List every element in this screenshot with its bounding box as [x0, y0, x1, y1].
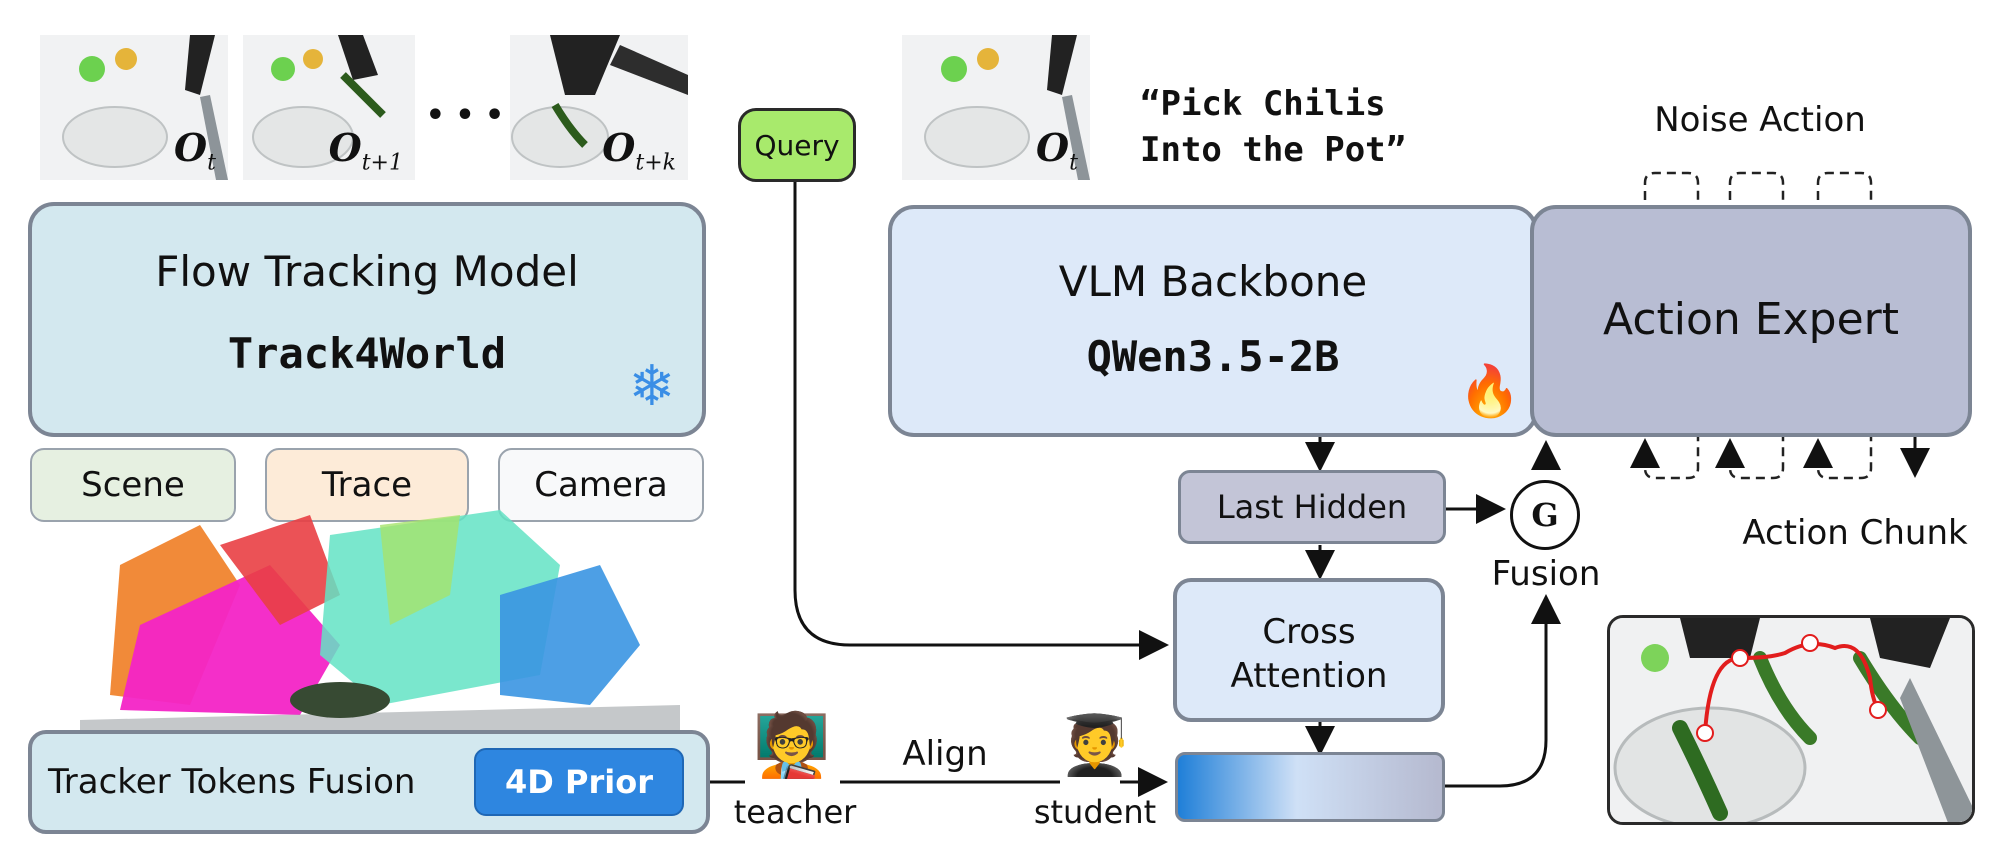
observation-frame-vlm: Ot — [902, 35, 1090, 180]
fusion-label: Fusion — [1491, 554, 1601, 594]
gated-fusion-node: G — [1510, 480, 1580, 550]
flow-tracking-model-panel: Flow Tracking Model Track4World ❄ — [28, 202, 706, 437]
trajectory-illustration — [1610, 618, 1972, 822]
robot-scene-image — [40, 35, 228, 180]
noise-action-loops — [1643, 171, 1873, 225]
student-label: student — [1033, 793, 1157, 831]
cross-attention-line-1: Cross — [1262, 612, 1356, 652]
robot-scene-image — [902, 35, 1090, 180]
tracker-tokens-fusion-label: Tracker Tokens Fusion — [48, 762, 416, 802]
snowflake-icon: ❄ — [628, 353, 676, 419]
instruction-line-1: “Pick Chilis — [1140, 84, 1386, 124]
4d-trace-visualization — [80, 510, 680, 735]
flow-tracking-model-name: Track4World — [227, 329, 507, 378]
robot-scene-image — [510, 35, 688, 180]
last-hidden-block: Last Hidden — [1178, 470, 1446, 544]
vlm-backbone-panel: VLM Backbone QWen3.5-2B 🔥 — [888, 205, 1538, 437]
observation-frame-tk: Ot+k — [510, 35, 688, 180]
noise-action-label: Noise Action — [1654, 100, 1866, 140]
execution-result-image — [1607, 615, 1975, 825]
robot-scene-image — [243, 35, 415, 180]
query-token: Query — [738, 108, 856, 182]
flow-tracking-title: Flow Tracking Model — [155, 246, 579, 296]
cross-attention-block: Cross Attention — [1173, 578, 1445, 722]
action-expert-panel: Action Expert — [1530, 205, 1972, 437]
camera-tag: Camera — [498, 448, 704, 522]
align-label: Align — [902, 734, 988, 774]
fire-icon: 🔥 — [1458, 361, 1522, 420]
action-expert-title: Action Expert — [1603, 293, 1899, 345]
teacher-icon: 🧑‍🏫 — [753, 708, 831, 781]
student-feature-token — [1175, 752, 1445, 822]
cross-attention-line-2: Attention — [1230, 656, 1388, 696]
student-to-fusion-arrow — [1445, 594, 1561, 788]
vlm-title: VLM Backbone — [1058, 257, 1368, 306]
observation-frame-t1: Ot+1 — [243, 35, 415, 180]
4d-prior-badge: 4D Prior — [474, 748, 684, 816]
action-chunk-loops — [1643, 418, 1873, 480]
frame-ellipsis: • • • — [425, 97, 505, 133]
teacher-label: teacher — [733, 793, 857, 831]
action-chunk-label: Action Chunk — [1742, 513, 1968, 553]
vlm-model-name: QWen3.5-2B — [1086, 332, 1340, 381]
instruction-line-2: Into the Pot” — [1140, 130, 1407, 170]
action-chunk-arrows — [1630, 437, 1930, 478]
observation-frame-t: Ot — [40, 35, 228, 180]
trace-tag: Trace — [265, 448, 469, 522]
query-to-attention-arrow — [793, 182, 1169, 660]
scene-tag: Scene — [30, 448, 236, 522]
tracker-tokens-fusion-panel: Tracker Tokens Fusion 4D Prior — [28, 730, 710, 834]
student-icon: 🧑‍🎓 — [1058, 710, 1132, 779]
